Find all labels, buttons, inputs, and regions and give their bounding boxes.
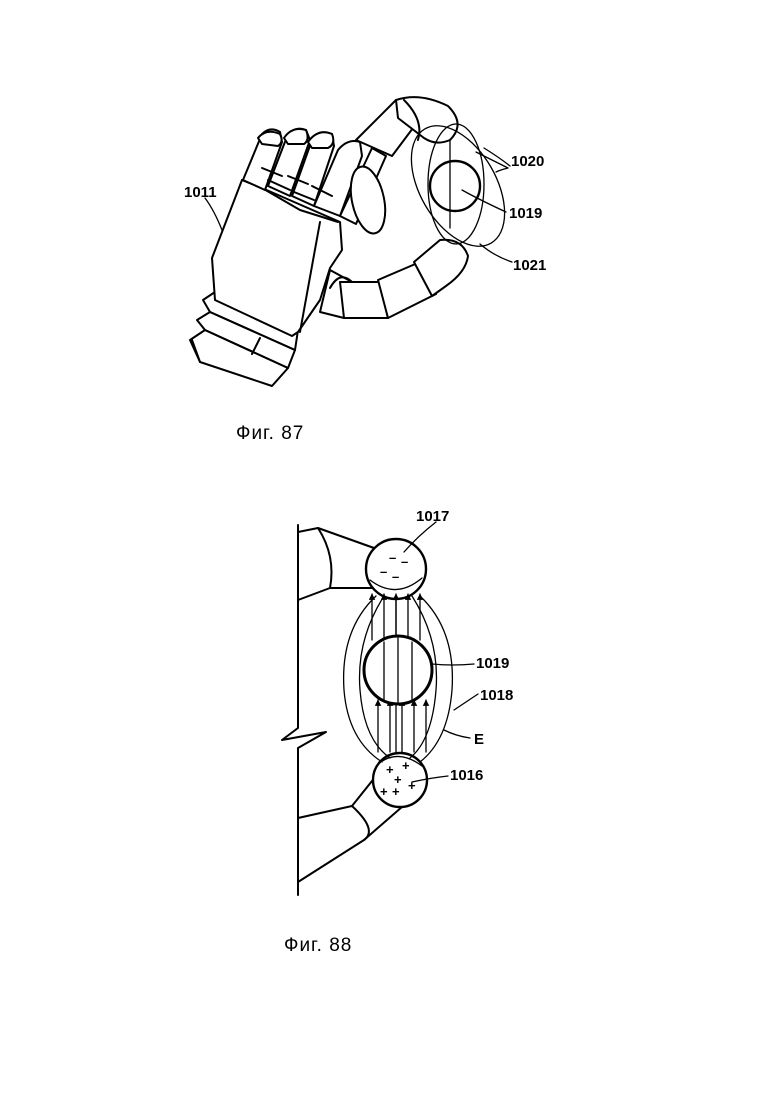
leader-1017 <box>404 522 436 552</box>
label-E: E <box>474 731 484 748</box>
label-1020: 1020 <box>511 153 544 170</box>
robot-thumb <box>320 240 468 318</box>
label-1021: 1021 <box>513 257 546 274</box>
object-1019-circle <box>430 161 480 211</box>
svg-text:+: + <box>402 758 410 773</box>
leader-1011 <box>205 198 222 230</box>
svg-text:+: + <box>380 784 388 799</box>
label-1011: 1011 <box>184 184 217 201</box>
label-1018: 1018 <box>480 687 513 704</box>
leader-1018 <box>454 694 478 710</box>
svg-text:–: – <box>389 550 396 565</box>
grasped-object-87 <box>392 110 524 262</box>
label-1019-fig88: 1019 <box>476 655 509 672</box>
label-1017: 1017 <box>416 508 449 525</box>
svg-text:+: + <box>386 762 394 777</box>
label-1019-fig87: 1019 <box>509 205 542 222</box>
svg-text:–: – <box>380 564 387 579</box>
leader-1020-b <box>484 148 510 166</box>
label-1016: 1016 <box>450 767 483 784</box>
svg-text:+: + <box>392 784 400 799</box>
svg-text:+: + <box>408 778 416 793</box>
hand-edge-break-line <box>282 525 326 895</box>
caption-fig-87: Фиг. 87 <box>236 423 304 444</box>
svg-text:–: – <box>401 554 408 569</box>
svg-text:–: – <box>392 569 399 584</box>
leader-1021 <box>480 244 512 262</box>
figure-87: 1011 1020 1019 1021 Фиг. 87 <box>184 97 546 444</box>
leader-1019-fig88 <box>432 664 474 665</box>
figure-88: – – – – + + + + + + 1017 1019 1018 E 101… <box>282 508 513 956</box>
caption-fig-88: Фиг. 88 <box>284 935 352 956</box>
leader-E <box>444 730 470 738</box>
